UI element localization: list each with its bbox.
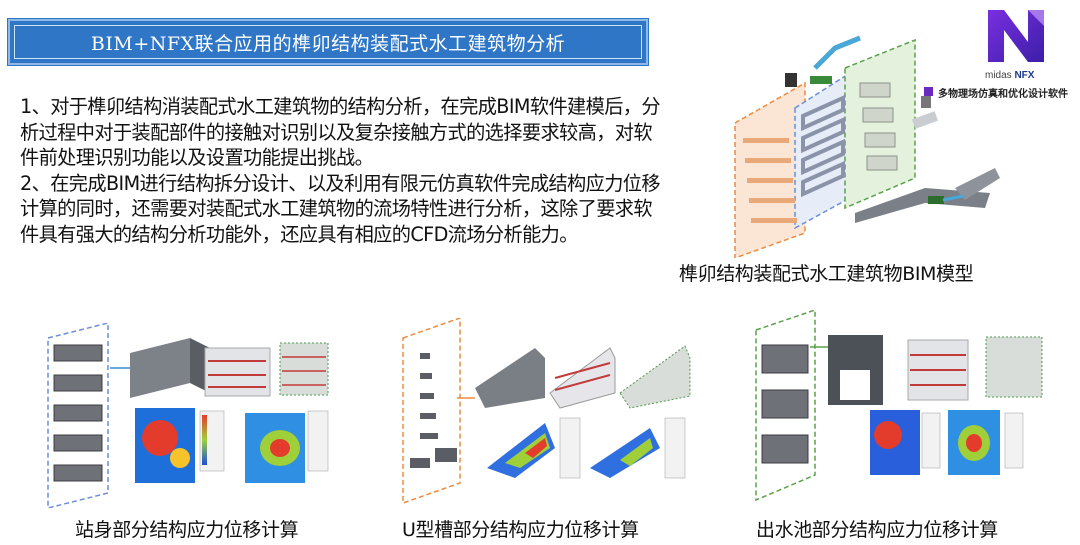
bim-model-caption: 榫卯结构装配式水工建筑物BIM模型 [679, 263, 974, 285]
title-banner-inner: BIM+NFX联合应用的榫卯结构装配式水工建筑物分析 [14, 25, 642, 59]
outlet-caption: 出水池部分结构应力位移计算 [756, 519, 998, 541]
outlet-figure [755, 308, 1043, 502]
tagline-bullet-icon [924, 87, 933, 96]
orange-panel [734, 81, 806, 258]
product-tagline: 多物理场仿真和优化设计软件 [938, 89, 1068, 100]
paragraph-2: 2、在完成BIM进行结构拆分设计、以及利用有限元仿真软件完成结构应力位移计算的同… [20, 171, 661, 246]
product-name-bold: NFX [1014, 70, 1035, 81]
utrough-caption: U型槽部分结构应力位移计算 [402, 519, 639, 541]
product-name: midas NFX [985, 70, 1034, 81]
body-text: 1、对于榫卯结构消装配式水工建筑物的结构分析，在完成BIM软件建模后，分析过程中… [20, 94, 661, 248]
station-caption: 站身部分结构应力位移计算 [75, 519, 299, 541]
midas-nfx-logo-icon [988, 10, 1044, 62]
station-figure [47, 323, 329, 508]
green-panel [844, 38, 916, 210]
product-prefix: midas [985, 70, 1015, 81]
utrough-figure [402, 318, 691, 505]
paragraph-1: 1、对于榫卯结构消装配式水工建筑物的结构分析，在完成BIM软件建模后，分析过程中… [20, 95, 661, 170]
title-banner: BIM+NFX联合应用的榫卯结构装配式水工建筑物分析 [7, 18, 649, 66]
page-title: BIM+NFX联合应用的榫卯结构装配式水工建筑物分析 [90, 32, 566, 55]
bim-model-figure [734, 35, 1000, 258]
